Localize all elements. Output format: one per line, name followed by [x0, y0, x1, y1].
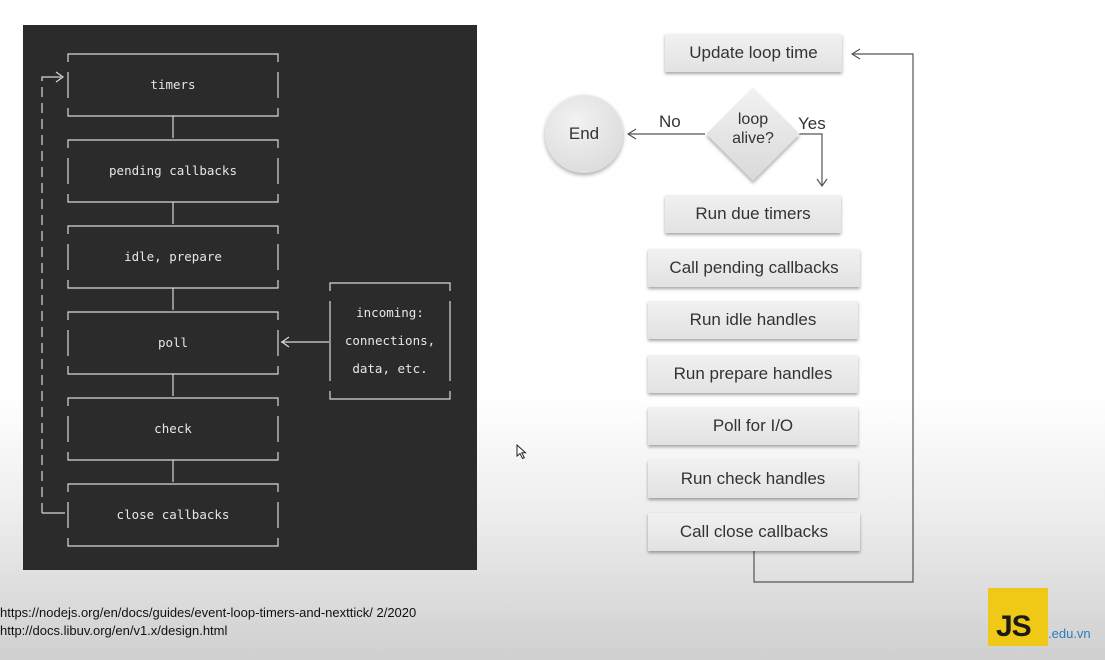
phase-box-5: check	[67, 397, 279, 461]
no-label: No	[659, 112, 681, 131]
incoming-line-3: data, etc.	[352, 361, 427, 376]
call-close-callbacks-step: Call close callbacks	[648, 513, 860, 551]
logo-domain: .edu.vn	[1048, 626, 1091, 641]
reference-link-nodejs[interactable]: https://nodejs.org/en/docs/guides/event-…	[0, 605, 417, 620]
end-node: End	[545, 95, 623, 173]
phase-label-3: idle, prepare	[124, 249, 222, 264]
incoming-bracket: incoming: connections, data, etc.	[329, 282, 451, 400]
incoming-box: incoming: connections, data, etc.	[329, 282, 451, 400]
phase-box-4: poll	[67, 311, 279, 375]
incoming-line-2: connections,	[345, 333, 435, 348]
update-loop-time-step: Update loop time	[665, 34, 842, 72]
yes-label: Yes	[798, 114, 826, 133]
mouse-pointer-icon	[516, 444, 527, 460]
decision-line-1: loop	[737, 111, 769, 128]
poll-for-io-step: Poll for I/O	[648, 407, 858, 445]
phase-label-2: pending callbacks	[109, 163, 237, 178]
incoming-line-1: incoming:	[356, 305, 424, 320]
loop-alive-decision: loop alive?	[706, 87, 800, 181]
decision-line-2: alive?	[732, 130, 774, 147]
phase-label-1: timers	[150, 77, 195, 92]
run-idle-handles-step: Run idle handles	[648, 301, 858, 339]
reference-link-libuv[interactable]: http://docs.libuv.org/en/v1.x/design.htm…	[0, 623, 228, 638]
event-loop-phases-panel: timers pending callbacks idle, prepare poll…	[23, 25, 477, 570]
decision-label: loop alive?	[707, 110, 799, 148]
js-logo: JS	[988, 588, 1048, 646]
run-check-handles-step: Run check handles	[648, 460, 858, 498]
phases-connectors	[41, 71, 329, 514]
phases-diagram: timers pending callbacks idle, prepare poll…	[41, 53, 451, 547]
run-due-timers-step: Run due timers	[665, 195, 841, 233]
phase-boxes: timers pending callbacks idle, prepare poll…	[67, 53, 279, 547]
phase-box-1: timers	[67, 53, 279, 117]
logo-mark: JS	[996, 610, 1032, 643]
phase-box-3: idle, prepare	[67, 225, 279, 289]
phase-box-6: close callbacks	[67, 483, 279, 547]
call-pending-callbacks-step: Call pending callbacks	[648, 249, 860, 287]
phase-label-5: check	[154, 421, 192, 436]
phase-box-2: pending callbacks	[67, 139, 279, 203]
phase-label-6: close callbacks	[117, 507, 230, 522]
phase-label-4: poll	[158, 335, 188, 350]
run-prepare-handles-step: Run prepare handles	[648, 355, 858, 393]
